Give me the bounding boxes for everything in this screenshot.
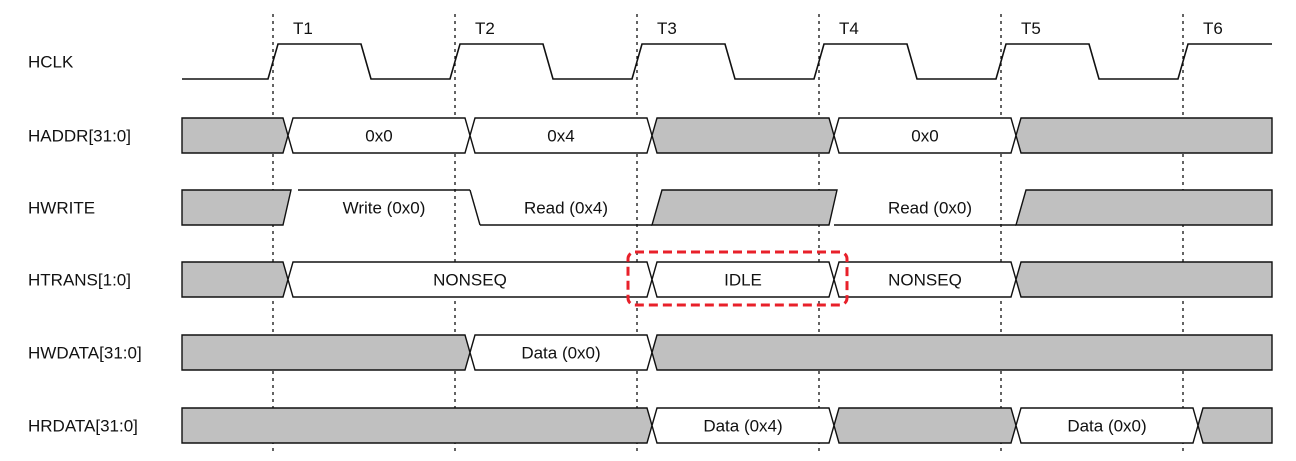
idle-highlight-box: [626, 250, 849, 307]
bus-value-label: Data (0x0): [1067, 417, 1146, 436]
bus-undefined-segment: [181, 117, 289, 154]
bus-undefined-segment: [1015, 117, 1273, 154]
bus-value-label: NONSEQ: [888, 271, 962, 290]
bus-undefined-segment: [181, 334, 471, 371]
bus-undefined-segment: [651, 334, 1273, 371]
bus-value-label: Data (0x0): [521, 344, 600, 363]
bus-undefined-segment: [651, 117, 835, 154]
signal-name-label: HTRANS[1:0]: [28, 271, 131, 290]
clock-marker-label: T5: [1021, 19, 1041, 38]
bus-undefined-segment: [1015, 261, 1273, 298]
clock-marker-label: T2: [475, 19, 495, 38]
bus-value-label: NONSEQ: [433, 271, 507, 290]
bus-value-label: 0x0: [365, 127, 392, 146]
bus-value-label: 0x4: [547, 127, 574, 146]
level-value-label: Read (0x0): [888, 199, 972, 218]
level-transition: [469, 189, 481, 226]
bus-value-label: 0x0: [911, 127, 938, 146]
level-undefined-segment: [1015, 189, 1273, 226]
clock-marker-label: T1: [293, 19, 313, 38]
bus-undefined-segment: [1197, 407, 1273, 444]
bus-value-label: IDLE: [724, 271, 762, 290]
level-value-label: Write (0x0): [343, 199, 426, 218]
hclk-waveform: [182, 43, 1272, 80]
signal-name-label: HCLK: [28, 53, 74, 72]
clock-marker-label: T3: [657, 19, 677, 38]
level-undefined-segment: [181, 189, 292, 226]
clock-marker-label: T6: [1203, 19, 1223, 38]
signal-name-label: HWRITE: [28, 199, 95, 218]
bus-undefined-segment: [181, 407, 653, 444]
signal-name-label: HADDR[31:0]: [28, 127, 131, 146]
signal-name-label: HWDATA[31:0]: [28, 344, 142, 363]
signal-name-label: HRDATA[31:0]: [28, 417, 138, 436]
level-value-label: Read (0x4): [524, 199, 608, 218]
bus-undefined-segment: [833, 407, 1017, 444]
bus-value-label: Data (0x4): [703, 417, 782, 436]
clock-marker-label: T4: [839, 19, 859, 38]
level-undefined-segment: [651, 189, 838, 226]
bus-undefined-segment: [181, 261, 289, 298]
